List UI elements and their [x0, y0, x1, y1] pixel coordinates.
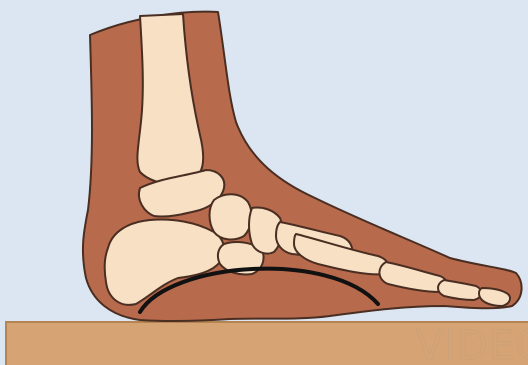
watermark: VIDEO	[416, 323, 528, 365]
navicular-bone	[210, 194, 252, 239]
